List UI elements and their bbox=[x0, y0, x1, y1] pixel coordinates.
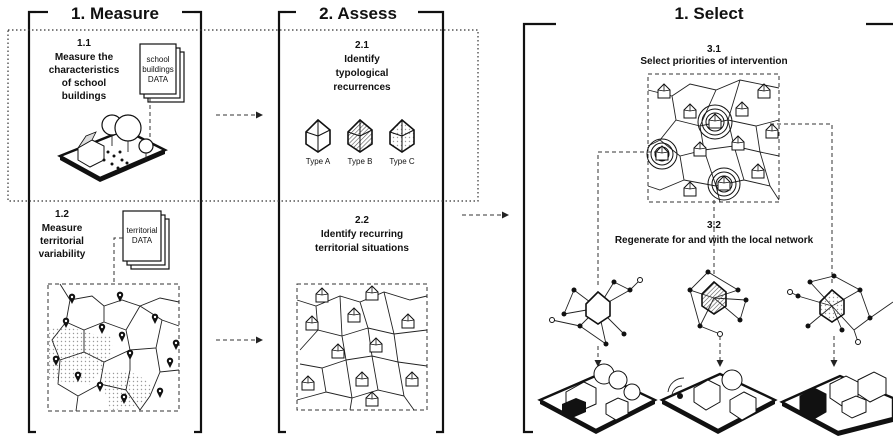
row1-dotted-frame bbox=[7, 29, 479, 202]
step-3-2-line-1: Regenerate for and with the local networ… bbox=[615, 235, 814, 246]
network-center bbox=[687, 269, 749, 337]
connector-left bbox=[597, 151, 658, 286]
territorial-map bbox=[47, 283, 180, 412]
step-1-1-line-4: buildings bbox=[62, 91, 107, 102]
step-3-1: 3.1 Select priorities of intervention bbox=[640, 44, 787, 67]
school-data-label-1: school bbox=[146, 55, 169, 64]
step-2-2-line-2: territorial situations bbox=[315, 243, 409, 254]
step-1-1: 1.1 Measure the characteristics of schoo… bbox=[49, 38, 120, 102]
step-1-2-line-3: variability bbox=[39, 249, 86, 260]
type-a: Type A bbox=[305, 118, 331, 166]
step-1-2-number: 1.2 bbox=[55, 209, 69, 220]
regenerated-block-left bbox=[537, 363, 658, 434]
priority-map bbox=[646, 73, 780, 203]
step-2-1-number: 2.1 bbox=[355, 40, 369, 51]
step-2-1: 2.1 Identify typological recurrences bbox=[333, 40, 391, 93]
step-1-2: 1.2 Measure territorial variability bbox=[39, 209, 86, 260]
column-heading-assess: 2. Assess bbox=[319, 4, 397, 23]
school-building-illustration bbox=[57, 114, 168, 182]
type-b: Type B bbox=[347, 118, 373, 166]
step-1-1-number: 1.1 bbox=[77, 38, 91, 49]
step-3-1-number: 3.1 bbox=[707, 44, 721, 55]
bracket-assess bbox=[277, 10, 445, 434]
step-2-2: 2.2 Identify recurring territorial situa… bbox=[315, 215, 409, 254]
type-a-label: Type A bbox=[306, 157, 331, 166]
step-2-1-line-2: typological bbox=[336, 68, 389, 79]
regenerated-block-right bbox=[779, 371, 893, 436]
recurring-situations-map bbox=[296, 283, 428, 411]
regenerated-block-center bbox=[659, 369, 778, 434]
bracket-select bbox=[522, 22, 893, 434]
territorial-data-label-1: territorial bbox=[126, 226, 157, 235]
school-data-document: school buildings DATA bbox=[136, 43, 185, 141]
step-3-2-number: 3.2 bbox=[707, 220, 721, 231]
network-right bbox=[787, 273, 893, 345]
school-data-label-3: DATA bbox=[148, 75, 169, 84]
step-1-1-line-3: of school bbox=[62, 78, 107, 89]
step-2-1-line-1: Identify bbox=[344, 54, 380, 65]
step-1-2-line-1: Measure bbox=[42, 223, 83, 234]
territorial-data-label-2: DATA bbox=[132, 236, 153, 245]
step-1-1-line-2: characteristics bbox=[49, 65, 120, 76]
bracket-measure bbox=[27, 10, 203, 434]
type-b-label: Type B bbox=[348, 157, 373, 166]
network-left bbox=[549, 277, 643, 347]
type-c-label: Type C bbox=[389, 157, 415, 166]
school-data-label-2: buildings bbox=[142, 65, 174, 74]
step-2-2-number: 2.2 bbox=[355, 215, 369, 226]
connector-right bbox=[770, 123, 833, 286]
step-3-2: 3.2 Regenerate for and with the local ne… bbox=[615, 220, 814, 246]
step-1-2-line-2: territorial bbox=[40, 236, 84, 247]
step-2-1-line-3: recurrences bbox=[333, 82, 391, 93]
column-heading-measure: 1. Measure bbox=[71, 4, 159, 23]
column-heading-select: 1. Select bbox=[675, 4, 744, 23]
type-c: Type C bbox=[389, 118, 415, 166]
step-3-1-line-1: Select priorities of intervention bbox=[640, 56, 787, 67]
step-1-1-line-1: Measure the bbox=[55, 52, 114, 63]
territorial-data-document: territorial DATA bbox=[113, 210, 170, 284]
step-2-2-line-1: Identify recurring bbox=[321, 229, 403, 240]
